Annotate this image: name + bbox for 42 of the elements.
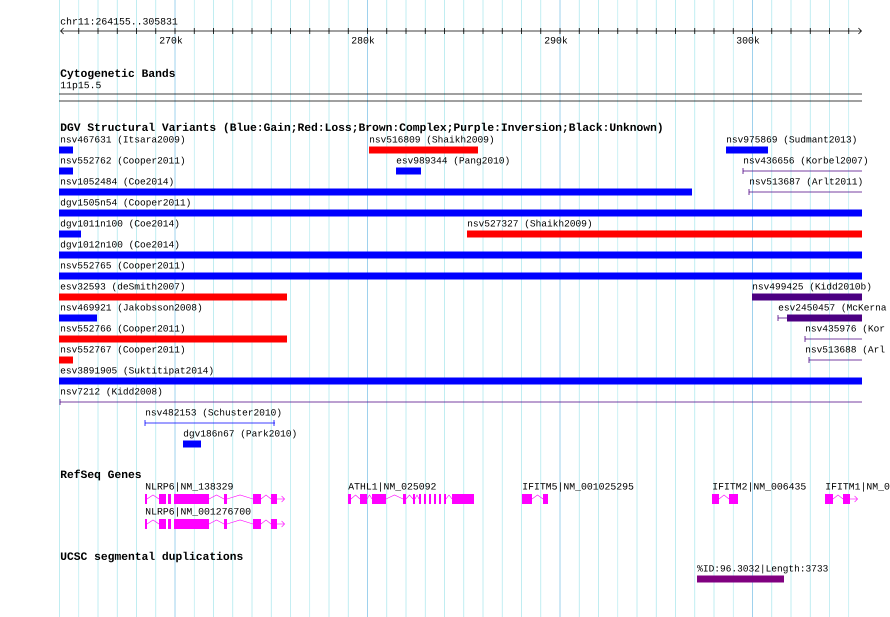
- gene-label: NLRP6|NM_001276700: [146, 507, 250, 517]
- feature-label: esv32593 (deSmith2007): [60, 282, 184, 292]
- feature-label: nsv7212 (Kidd2008): [61, 388, 162, 396]
- gene-label: ATHL1|NM_025092: [348, 482, 436, 492]
- feature-label: nsv1052484 (Coe2014): [61, 178, 173, 186]
- feature-label: nsv975869 (Sudmant2013): [727, 136, 856, 144]
- feature-label: %ID:96.3032|Length:3733: [697, 564, 828, 574]
- gene-label: IFITM5|NM_001025295: [523, 482, 634, 492]
- feature-label: nsv552767 (Cooper2011): [61, 346, 184, 354]
- position-label: chr11:264155..305831: [60, 17, 178, 25]
- gene-label: NLRP6|NM_138329: [146, 482, 233, 492]
- feature-label: nsv467631 (Itsara2009): [61, 136, 184, 144]
- feature-label: dgv1012n100 (Coe2014): [60, 240, 178, 250]
- gene-label: IFITM1|NM_0: [826, 482, 890, 492]
- track-title: RefSeq Genes: [60, 470, 141, 480]
- track-title: Cytogenetic Bands: [60, 68, 175, 80]
- gene-label: IFITM2|NM_006435: [713, 482, 806, 492]
- feature-label: dgv186n67 (Park2010): [184, 430, 296, 438]
- feature-label: nsv552765 (Cooper2011): [61, 262, 184, 270]
- feature-label: nsv513688 (Arl: [806, 346, 884, 354]
- feature-label: esv2450457 (McKerna: [778, 304, 886, 312]
- tick-label: 300k: [736, 36, 760, 44]
- feature-label: nsv552766 (Cooper2011): [61, 324, 184, 334]
- feature-label: dgv1505n54 (Cooper2011): [60, 198, 190, 208]
- feature-label: esv3891905 (Suktitipat2014): [60, 366, 213, 376]
- tick-label: 280k: [352, 36, 374, 44]
- track-title: UCSC segmental duplications: [60, 552, 243, 562]
- feature-label: nsv513687 (Arlt2011): [750, 178, 862, 186]
- tick-label: 290k: [544, 36, 568, 44]
- feature-label: nsv482153 (Schuster2010): [146, 408, 280, 418]
- feature-label: nsv516809 (Shaikh2009): [370, 136, 494, 144]
- tick-label: 270k: [160, 36, 182, 44]
- feature-label: nsv499425 (Kidd2010b): [753, 282, 870, 292]
- feature-label: nsv469921 (Jakobsson2008): [61, 304, 202, 312]
- feature-label: nsv436656 (Korbel2007): [744, 156, 868, 166]
- feature-label: nsv527327 (Shaikh2009): [468, 220, 592, 228]
- feature-label: dgv1011n100 (Coe2014): [60, 220, 178, 228]
- feature-label: nsv552762 (Cooper2011): [61, 156, 184, 166]
- band-label: 11p15.5: [60, 82, 101, 90]
- track-title: DGV Structural Variants (Blue:Gain;Red:Loss;Brown:Complex;Purple:Inversion;Black:Unknown): [60, 122, 662, 134]
- feature-label: esv989344 (Pang2010): [396, 156, 509, 166]
- feature-label: nsv435976 (Kor: [806, 324, 884, 334]
